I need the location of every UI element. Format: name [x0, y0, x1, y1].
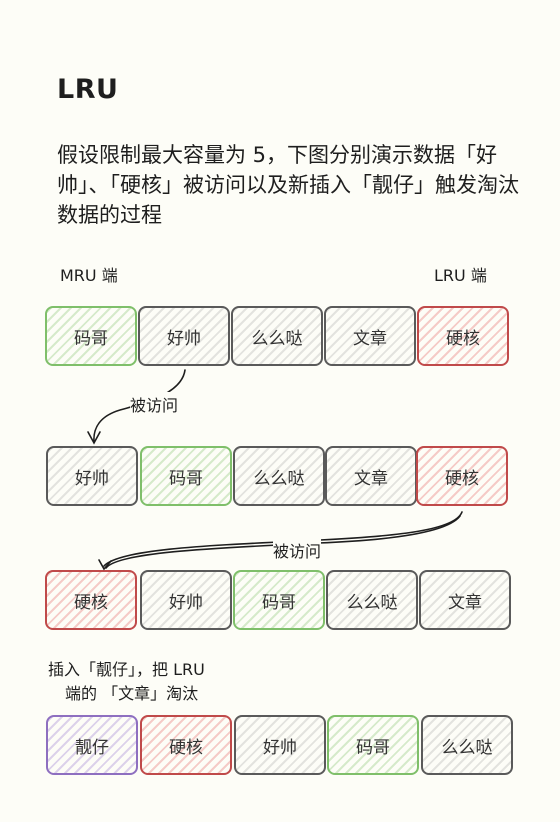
cache-box-2: 好帅	[140, 570, 232, 630]
cache-box-5: 么么哒	[421, 715, 513, 775]
insert-note-line2: 端的 「文章」淘汰	[65, 684, 199, 703]
cache-box-3: 码哥	[233, 570, 325, 630]
cache-box-1: 码哥	[45, 306, 137, 366]
cache-box-1: 靓仔	[46, 715, 138, 775]
mru-end-label: MRU 端	[60, 266, 118, 285]
cache-box-4: 文章	[324, 306, 416, 366]
cache-box-2: 码哥	[140, 446, 232, 506]
access-note-1: 被访问	[130, 392, 179, 416]
cache-row-after-access-2: 硬核 好帅 码哥 么么哒 文章	[0, 570, 560, 632]
cache-row-initial: 码哥 好帅 么么哒 文章 硬核	[0, 306, 560, 368]
cache-box-2: 好帅	[138, 306, 230, 366]
description-text: 假设限制最大容量为 5，下图分别演示数据「好帅」、「硬核」被访问以及新插入「靓仔…	[57, 143, 519, 227]
cache-box-1: 好帅	[46, 446, 138, 506]
insert-note: 插入「靓仔」，把 LRU 端的 「文章」淘汰	[48, 658, 205, 706]
cache-box-4: 文章	[325, 446, 417, 506]
cache-row-after-access-1: 好帅 码哥 么么哒 文章 硬核	[0, 446, 560, 508]
cache-box-4: 么么哒	[326, 570, 418, 630]
cache-box-3: 好帅	[234, 715, 326, 775]
cache-box-2: 硬核	[140, 715, 232, 775]
cache-box-1: 硬核	[45, 570, 137, 630]
cache-row-after-insert: 靓仔 硬核 好帅 码哥 么么哒	[0, 715, 560, 777]
cache-box-4: 码哥	[327, 715, 419, 775]
lru-end-label: LRU 端	[434, 266, 487, 285]
cache-box-5: 硬核	[417, 306, 509, 366]
access-arrow-2-head	[98, 559, 112, 571]
page-title: LRU	[57, 74, 119, 105]
insert-note-line1: 插入「靓仔」，把 LRU	[48, 660, 205, 679]
cache-box-5: 硬核	[416, 446, 508, 506]
access-note-2: 被访问	[273, 538, 322, 562]
cache-box-3: 么么哒	[231, 306, 323, 366]
cache-box-5: 文章	[419, 570, 511, 630]
access-arrow-1-head	[87, 431, 101, 445]
cache-box-3: 么么哒	[233, 446, 325, 506]
